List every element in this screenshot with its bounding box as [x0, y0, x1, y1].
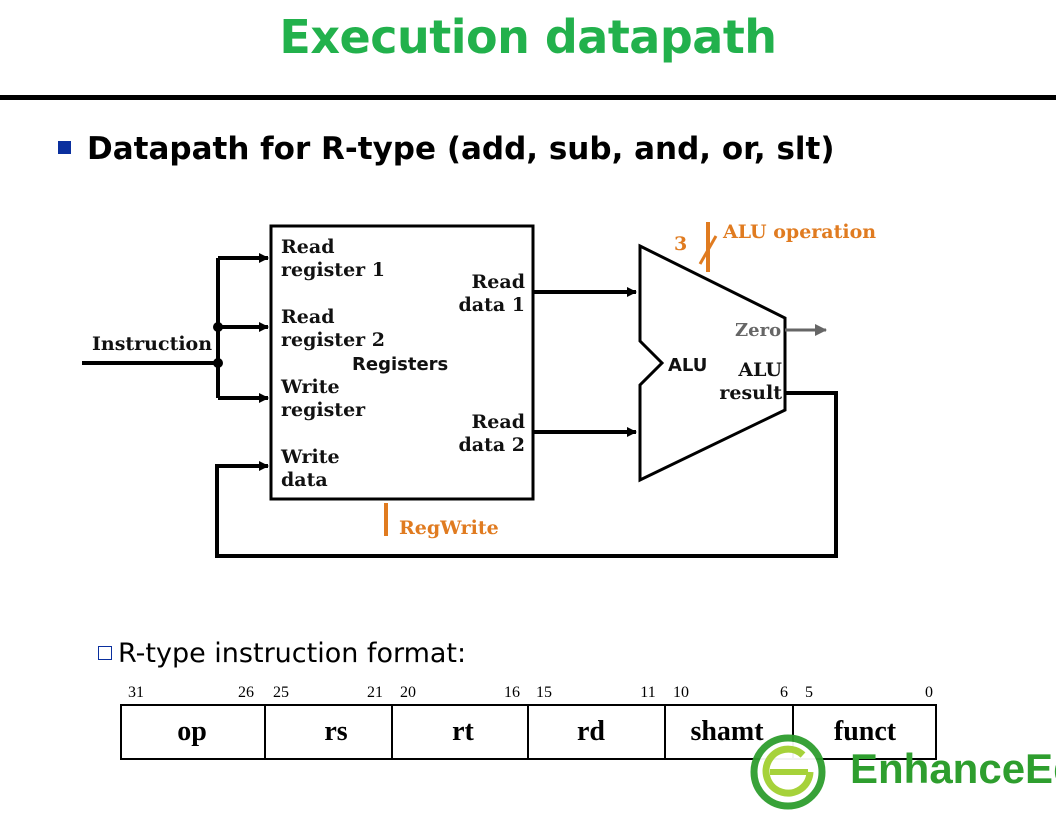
writeback-wire: [215, 391, 838, 558]
alu-result-label-b: result: [719, 382, 782, 404]
slide-title: Execution datapath: [279, 10, 777, 64]
field-shamt: shamt: [690, 716, 764, 747]
bit-label-31: 31: [128, 684, 144, 701]
bit-label-21: 21: [367, 684, 383, 701]
junction-dot-2: [213, 358, 223, 368]
field-rd: rd: [577, 716, 605, 747]
title-divider: [0, 95, 1056, 100]
bit-label-10: 10: [673, 684, 689, 701]
read-data-2-label-a: Read: [472, 411, 525, 433]
instruction-label: Instruction: [92, 333, 212, 355]
logo-text: EnhanceEdu: [850, 745, 1056, 792]
logo-e-icon: [762, 745, 814, 797]
alu-result-label-a: ALU: [737, 359, 782, 381]
field-rs: rs: [324, 716, 347, 747]
alu-operation-bits: 3: [674, 233, 687, 255]
field-op: op: [177, 716, 207, 747]
write-data-label-a: Write: [280, 446, 340, 468]
read-register-2-label-a: Read: [281, 306, 334, 328]
field-rt: rt: [452, 716, 474, 747]
bit-label-16: 16: [504, 684, 520, 701]
read-register-2-label-b: register 2: [281, 329, 385, 351]
enhanceedu-logo: EnhanceEdu: [750, 734, 1056, 810]
bullet-datapath-rtype-text: Datapath for R-type (add, sub, and, or, …: [87, 131, 835, 167]
register-file-box: [269, 224, 535, 501]
write-register-label-b: register: [281, 399, 366, 421]
read-data-2-label-b: data 2: [458, 434, 525, 456]
bit-label-0: 0: [925, 684, 933, 701]
square-bullet-icon: [58, 141, 71, 154]
write-register-label-a: Write: [280, 376, 340, 398]
bit-label-25: 25: [273, 684, 289, 701]
alu-operation-label: ALU operation: [722, 221, 876, 243]
registers-title: Registers: [352, 354, 448, 375]
bit-label-11: 11: [640, 684, 655, 701]
alu-operation-bus-slash: [698, 235, 718, 265]
bullet-rtype-format-text: R-type instruction format:: [118, 638, 467, 669]
hollow-square-bullet-icon: [98, 645, 112, 660]
read-data-1-label-b: data 1: [458, 294, 525, 316]
bit-label-6: 6: [780, 684, 788, 701]
bit-label-26: 26: [238, 684, 254, 701]
write-data-label-b: data: [281, 469, 328, 491]
zero-label: Zero: [735, 320, 781, 341]
regwrite-label: RegWrite: [399, 517, 499, 539]
read-register-1-label-b: register 1: [281, 259, 385, 281]
read-data-1-label-a: Read: [472, 271, 525, 293]
bit-label-20: 20: [400, 684, 416, 701]
bit-label-5: 5: [805, 684, 813, 701]
bullet-datapath-rtype: Datapath for R-type (add, sub, and, or, …: [58, 131, 835, 167]
bullet-rtype-format: R-type instruction format:: [98, 638, 466, 669]
read-register-1-label-a: Read: [281, 236, 334, 258]
alu-label: ALU: [668, 355, 707, 376]
field-funct: funct: [834, 716, 897, 747]
bit-label-15: 15: [536, 684, 552, 701]
alu-shape: [638, 243, 787, 483]
